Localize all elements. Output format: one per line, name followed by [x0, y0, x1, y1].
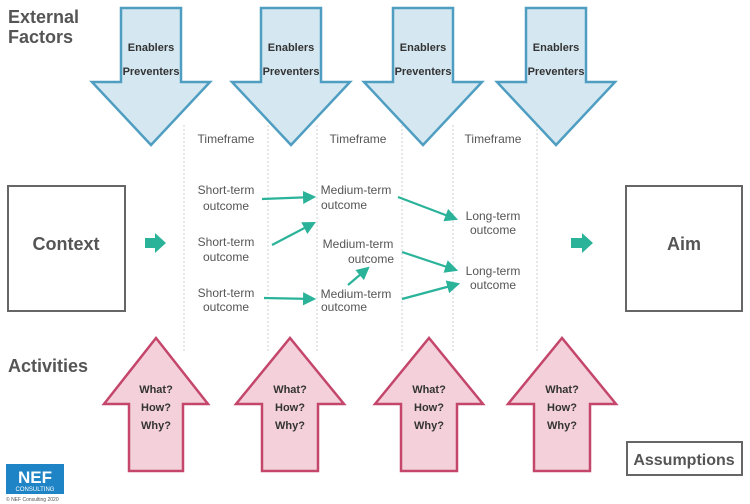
medium-term-outcome-1: Medium-term	[321, 183, 392, 197]
why-label: Why?	[414, 420, 444, 432]
nef-logo-subtext: CONSULTING	[16, 487, 55, 493]
short-term-outcome-1: Short-term	[198, 183, 255, 197]
what-label: What?	[412, 384, 446, 396]
aim-label: Aim	[667, 234, 701, 254]
preventers-label: Preventers	[395, 66, 452, 78]
why-label: Why?	[275, 420, 305, 432]
enablers-label: Enablers	[268, 42, 314, 54]
how-label: How?	[141, 402, 171, 414]
up-arrow: What? How? Why?	[233, 336, 347, 473]
why-label: Why?	[141, 420, 171, 432]
preventers-label: Preventers	[123, 66, 180, 78]
context-to-outcomes-arrow	[145, 233, 166, 253]
connector-arrow	[401, 250, 459, 273]
enablers-label: Enablers	[128, 42, 174, 54]
up-arrow: What? How? Why?	[372, 336, 486, 473]
down-arrow: Enablers Preventers	[229, 6, 353, 147]
connector-arrow	[347, 266, 370, 286]
timeframe-dividers	[183, 125, 538, 352]
timeframe-label: Timeframe	[465, 132, 522, 146]
preventers-label: Preventers	[263, 66, 320, 78]
long-term-outcome-2-sub: outcome	[470, 278, 516, 292]
how-label: How?	[275, 402, 305, 414]
what-label: What?	[139, 384, 173, 396]
external-factors-heading-line1: External	[8, 7, 79, 27]
timeframe-label: Timeframe	[198, 132, 255, 146]
context-box: Context	[7, 185, 126, 312]
outcome-connectors	[261, 190, 461, 306]
medium-term-outcome-3-sub: outcome	[321, 300, 367, 314]
medium-term-outcome-3: Medium-term	[321, 287, 392, 301]
short-term-outcome-2: Short-term	[198, 235, 255, 249]
connector-arrow	[263, 292, 317, 306]
how-label: How?	[414, 402, 444, 414]
nef-logo-text: NEF	[18, 468, 52, 487]
long-term-outcome-1-sub: outcome	[470, 223, 516, 237]
nef-logo: NEF CONSULTING © NEF Consulting 2020	[6, 464, 64, 503]
how-label: How?	[547, 402, 577, 414]
medium-term-outcome-2: Medium-term	[323, 237, 394, 251]
context-label: Context	[33, 234, 100, 254]
outcome-labels: Short-term outcome Short-term outcome Sh…	[198, 183, 521, 314]
long-term-outcome-1: Long-term	[466, 209, 521, 223]
what-label: What?	[273, 384, 307, 396]
aim-box: Aim	[625, 185, 743, 312]
enablers-label: Enablers	[533, 42, 579, 54]
down-arrow: Enablers Preventers	[494, 6, 618, 147]
up-arrow: What? How? Why?	[505, 336, 619, 473]
assumptions-box: Assumptions	[626, 441, 743, 476]
activities-heading: Activities	[8, 356, 88, 376]
enablers-label: Enablers	[400, 42, 446, 54]
connector-arrow	[261, 190, 317, 205]
medium-term-outcome-1-sub: outcome	[321, 198, 367, 212]
short-term-outcome-2-sub: outcome	[203, 250, 249, 264]
what-label: What?	[545, 384, 579, 396]
up-arrow: What? How? Why?	[101, 335, 211, 473]
timeframe-label: Timeframe	[330, 132, 387, 146]
outcomes-to-aim-arrow	[571, 233, 593, 253]
connector-arrow	[271, 221, 316, 246]
short-term-outcome-3-sub: outcome	[203, 300, 249, 314]
connector-arrow	[401, 280, 461, 301]
long-term-outcome-2: Long-term	[466, 264, 521, 278]
external-factors-heading-line2: Factors	[8, 27, 73, 47]
assumptions-label: Assumptions	[633, 452, 734, 469]
preventers-label: Preventers	[528, 66, 585, 78]
down-arrow: Enablers Preventers	[89, 6, 213, 147]
connector-arrow	[397, 195, 459, 222]
short-term-outcome-3: Short-term	[198, 286, 255, 300]
copyright-text: © NEF Consulting 2020	[6, 496, 59, 503]
why-label: Why?	[547, 420, 577, 432]
down-arrow: Enablers Preventers	[361, 6, 485, 147]
medium-term-outcome-2-sub: outcome	[348, 252, 394, 266]
short-term-outcome-1-sub: outcome	[203, 199, 249, 213]
